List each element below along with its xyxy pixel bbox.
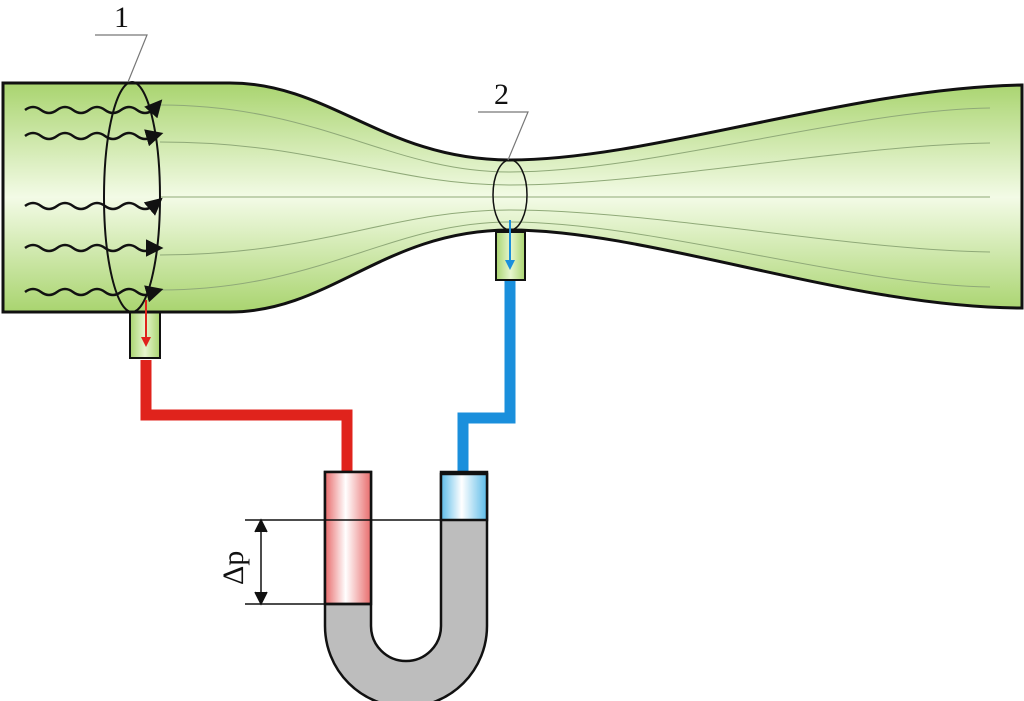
flow-arrow xyxy=(24,99,163,119)
manometer-right-column xyxy=(439,472,489,522)
section-2-label: 2 xyxy=(494,78,509,111)
high-pressure-line xyxy=(140,360,353,473)
flow-arrow xyxy=(24,285,164,303)
label-1-leader xyxy=(95,34,148,83)
streamlines xyxy=(159,104,991,291)
pressure-difference-marker xyxy=(245,518,441,606)
flow-arrow xyxy=(24,197,163,216)
section-1-label: 1 xyxy=(114,1,129,34)
manometer-left-column xyxy=(323,470,373,606)
flow-arrow xyxy=(24,239,164,257)
cross-section-1 xyxy=(103,81,161,313)
low-pressure-line xyxy=(457,280,516,475)
flow-arrows xyxy=(24,99,164,303)
flow-arrow xyxy=(24,129,164,147)
label-2-leader xyxy=(478,111,529,161)
pressure-difference-label: Δp xyxy=(217,551,250,585)
